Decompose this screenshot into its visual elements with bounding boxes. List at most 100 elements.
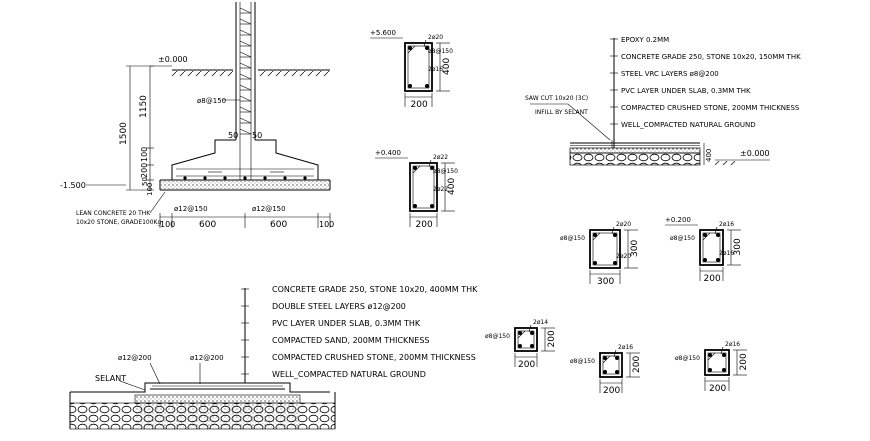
edge-left: 100 bbox=[160, 220, 175, 229]
layer-label-3: PVC LAYER UNDER SLAB, 0.3MM THK bbox=[272, 319, 421, 328]
rebar-2 bbox=[425, 46, 429, 50]
rebar-2 bbox=[613, 233, 617, 237]
beam-section-7: 200 200 2ø16 ø8@150 bbox=[675, 341, 749, 394]
layer-label-6: WELL_COMPACTED NATURAL GROUND bbox=[272, 370, 426, 379]
beam-bottom-bars: 2ø16 bbox=[428, 66, 443, 73]
beam-width: 200 bbox=[603, 386, 620, 396]
rebar-4 bbox=[716, 258, 720, 262]
rebar-2 bbox=[430, 166, 434, 170]
beam-top-bars: 2ø22 bbox=[433, 154, 448, 161]
dim-50: 50 bbox=[141, 177, 149, 186]
rebar-2 bbox=[530, 331, 534, 335]
rebar-1 bbox=[703, 233, 707, 237]
footing-horizontal-dims bbox=[159, 213, 331, 228]
beam-top-bars: 2ø20 bbox=[616, 221, 631, 228]
beam-depth: 200 bbox=[547, 330, 557, 347]
beam-stirrup: ø8@150 bbox=[670, 235, 695, 242]
rebar-4 bbox=[425, 84, 429, 88]
layer-label-4: COMPACTED SAND, 200MM THICKNESS bbox=[272, 336, 430, 345]
rebar-4 bbox=[430, 204, 434, 208]
beam-depth: 400 bbox=[442, 58, 452, 75]
rebar-1 bbox=[593, 233, 597, 237]
ground-line-right bbox=[258, 69, 330, 76]
rebar-2 bbox=[722, 353, 726, 357]
beam-top-bars: 2ø20 bbox=[428, 34, 443, 41]
beam-bottom-bars: 2ø16 bbox=[719, 250, 734, 257]
rebar-1 bbox=[408, 46, 412, 50]
beam-section-5: 200 200 2ø14 ø8@150 bbox=[485, 319, 557, 370]
beam-width: 200 bbox=[704, 274, 721, 284]
edge-right: 100 bbox=[319, 220, 334, 229]
rebar-1 bbox=[413, 166, 417, 170]
dim-upper: 1150 bbox=[139, 95, 149, 118]
beam-stirrup: ø8@150 bbox=[570, 358, 595, 365]
lean-note-1: LEAN CONCRETE 20 THK bbox=[76, 210, 151, 217]
beam-depth: 300 bbox=[630, 240, 640, 257]
width-left: 600 bbox=[199, 220, 216, 230]
rebar-4 bbox=[615, 370, 619, 374]
level-bottom-label: -1.500 bbox=[60, 181, 86, 190]
footing-detail: ±0.000 50 50 ø8@150 bbox=[60, 2, 334, 230]
beam-sections: 200 400 2ø20 ø8@150 2ø16 +5.600 200 400 2ø22 ø8@1… bbox=[370, 29, 749, 396]
layer-label-1: CONCRETE GRADE 250, STONE 10x20, 400MM T… bbox=[272, 285, 478, 294]
slab-top-level: ±0.000 bbox=[740, 149, 770, 158]
rebar-4 bbox=[530, 344, 534, 348]
bar-right-label: ø12@150 bbox=[252, 205, 286, 213]
rebar-3 bbox=[603, 370, 607, 374]
beam-top-bars: 2ø16 bbox=[618, 344, 633, 351]
layer-label-3: STEEL VRC LAYERS ø8@200 bbox=[621, 70, 719, 78]
beam-width: 200 bbox=[709, 384, 726, 394]
saw-cut-label-2: INFILL BY SELANT bbox=[535, 109, 588, 116]
level-top-label: ±0.000 bbox=[158, 55, 188, 64]
rebar-2 bbox=[716, 233, 720, 237]
footing-vertical-dims bbox=[126, 65, 154, 191]
beam-level: +0.400 bbox=[375, 149, 401, 157]
beam-top-bars: 2ø14 bbox=[533, 319, 548, 326]
beam-stirrup: ø8@150 bbox=[485, 333, 510, 340]
slab-bar-left: ø12@200 bbox=[118, 354, 152, 362]
width-right: 600 bbox=[270, 220, 287, 230]
slab-top-dim: 400 bbox=[705, 149, 713, 162]
slab-bar-right: ø12@200 bbox=[190, 354, 224, 362]
beam-depth: 200 bbox=[739, 353, 749, 370]
rebar-1 bbox=[708, 353, 712, 357]
col-width-2: 50 bbox=[252, 131, 262, 140]
rebar-3 bbox=[408, 84, 412, 88]
lean-note-2: 10x20 STONE, GRADE100Kg bbox=[76, 219, 161, 226]
rebar-4 bbox=[722, 368, 726, 372]
rebar-1 bbox=[518, 331, 522, 335]
layer-label-5: COMPACTED CRUSHED STONE, 200MM THICKNESS bbox=[621, 104, 800, 112]
beam-stirrup: ø8@150 bbox=[675, 355, 700, 362]
beam-stirrup: ø8@150 bbox=[428, 48, 453, 55]
rebar-3 bbox=[413, 204, 417, 208]
dim-200: 200 bbox=[140, 163, 149, 178]
dim-100a: 100 bbox=[140, 147, 149, 162]
beam-width: 200 bbox=[411, 100, 428, 110]
dim-total: 1500 bbox=[119, 122, 129, 145]
dim-100b: 100 bbox=[146, 183, 154, 196]
layer-label-6: WELL_COMPACTED NATURAL GROUND bbox=[621, 121, 756, 129]
rebar-4 bbox=[613, 261, 617, 265]
layer-label-1: EPOXY 0.2MM bbox=[621, 36, 669, 44]
footing-column bbox=[235, 2, 256, 180]
beam-top-bars: 2ø16 bbox=[719, 221, 734, 228]
stirrup-label: ø8@150 bbox=[197, 97, 226, 105]
rebar-2 bbox=[615, 356, 619, 360]
beam-depth: 300 bbox=[733, 238, 743, 255]
beam-stirrup: ø8@150 bbox=[560, 235, 585, 242]
slab-detail-bottom: CONCRETE GRADE 250, STONE 10x20, 400MM T… bbox=[69, 285, 478, 430]
beam-depth: 400 bbox=[447, 178, 457, 195]
beam-top-bars: 2ø16 bbox=[725, 341, 740, 348]
beam-level: +5.600 bbox=[370, 29, 396, 37]
rebar-3 bbox=[703, 258, 707, 262]
beam-width: 200 bbox=[416, 220, 433, 230]
footing-pad bbox=[159, 139, 331, 191]
beam-bottom-bars: 2ø20 bbox=[616, 253, 631, 260]
beam-width: 200 bbox=[518, 360, 535, 370]
beam-section-1: 200 400 2ø20 ø8@150 2ø16 +5.600 bbox=[370, 29, 453, 110]
